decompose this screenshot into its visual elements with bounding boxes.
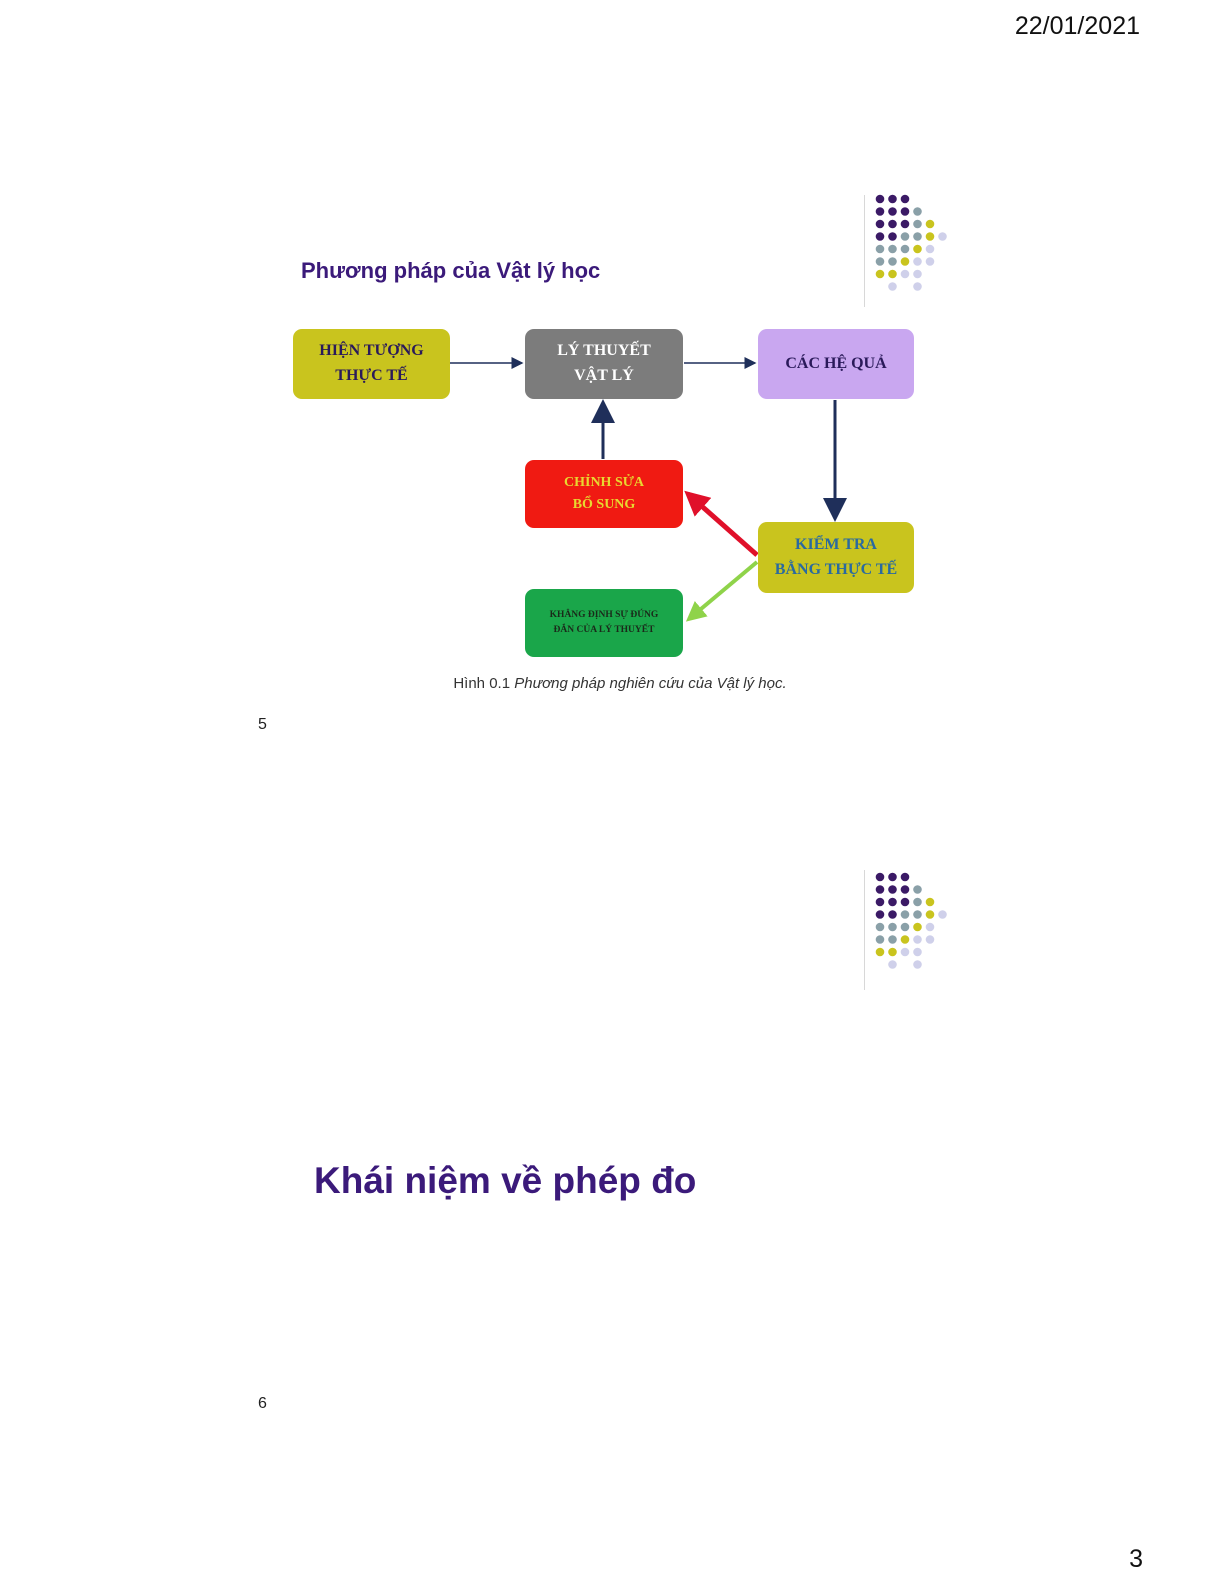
decor-dot	[876, 885, 885, 894]
decor-dot	[901, 910, 910, 919]
decor-dot	[888, 923, 897, 932]
decor-dot	[888, 885, 897, 894]
decor-dot	[901, 948, 910, 957]
decor-dot	[876, 910, 885, 919]
decor-dot	[876, 948, 885, 957]
decor-dot	[913, 935, 922, 944]
box-cac-he-qua: CÁC HỆ QUẢ	[758, 329, 914, 399]
box-khang-dinh: KHẲNG ĐỊNH SỰ ĐÚNG ĐẮN CỦA LÝ THUYẾT	[525, 589, 683, 657]
decor-dot	[888, 910, 897, 919]
decor-dot	[913, 910, 922, 919]
decor-dot	[888, 935, 897, 944]
figure-caption: Hình 0.1 Phương pháp nghiên cứu của Vật …	[300, 675, 940, 692]
decor-dot	[901, 873, 910, 882]
box-ly-thuyet-vat-ly: LÝ THUYẾT VẬT LÝ	[525, 329, 683, 399]
slide-number: 5	[258, 716, 267, 734]
decor-dot	[888, 948, 897, 957]
arrow-kiem-tra-to-chinh-sua	[688, 494, 757, 555]
arrow-kiem-tra-to-khang-dinh	[689, 562, 757, 619]
decor-dot	[913, 960, 922, 969]
decor-dot	[913, 948, 922, 957]
decor-dot	[876, 873, 885, 882]
decor-dot	[901, 935, 910, 944]
decor-dot	[926, 898, 935, 907]
slide-number: 6	[258, 1395, 267, 1413]
decor-dot	[926, 935, 935, 944]
decor-divider-line	[864, 870, 865, 990]
decor-dot	[888, 960, 897, 969]
decor-dot	[926, 923, 935, 932]
decor-dot	[913, 898, 922, 907]
slide-title: Khái niệm về phép đo	[314, 1160, 696, 1202]
box-hien-tuong-thuc-te: HIỆN TƯỢNG THỰC TẾ	[293, 329, 450, 399]
decor-dot	[876, 898, 885, 907]
decor-dot	[901, 885, 910, 894]
decor-dot	[876, 935, 885, 944]
decor-dot	[901, 898, 910, 907]
decor-dot	[938, 910, 947, 919]
decor-dot	[888, 873, 897, 882]
caption-prefix: Hình 0.1	[453, 675, 514, 692]
caption-italic: Phương pháp nghiên cứu của Vật lý học.	[514, 675, 786, 692]
decor-dot	[876, 923, 885, 932]
decor-dot	[926, 910, 935, 919]
decor-dot	[888, 898, 897, 907]
box-chinh-sua-bo-sung: CHỈNH SỬA BỔ SUNG	[525, 460, 683, 528]
decor-dot	[913, 885, 922, 894]
decor-dot	[901, 923, 910, 932]
decor-dot	[913, 923, 922, 932]
box-kiem-tra-bang-thuc-te: KIỂM TRA BẰNG THỰC TẾ	[758, 522, 914, 593]
decor-dots-icon	[872, 870, 952, 980]
page-number: 3	[1129, 1545, 1143, 1574]
